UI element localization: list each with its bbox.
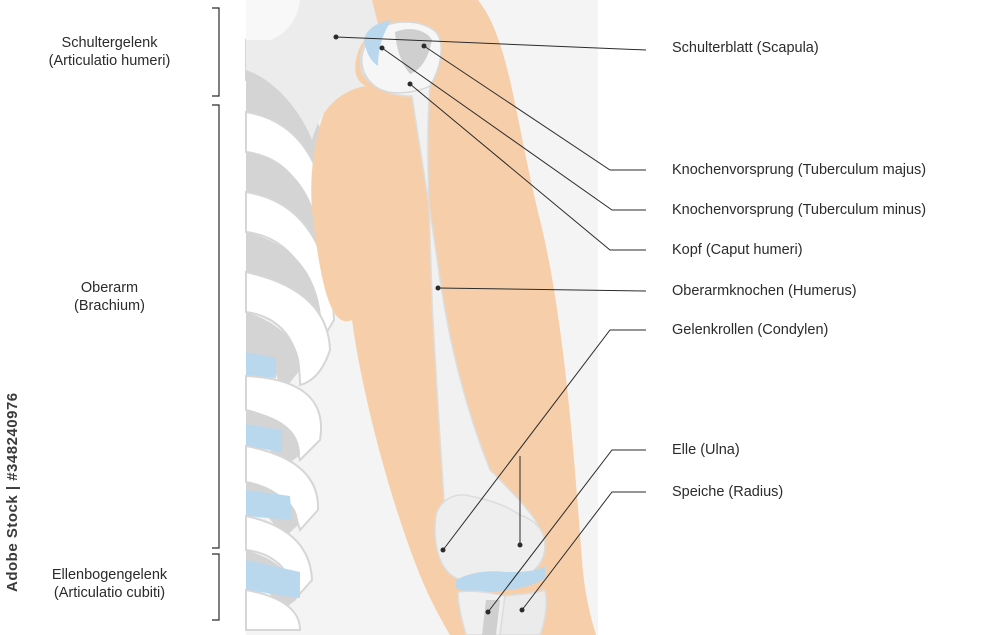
- region-brackets: [212, 7, 220, 621]
- forearm-bones: [457, 588, 547, 635]
- annotation-lines: [335, 36, 647, 613]
- leader-scapula: [335, 36, 647, 51]
- label-tuberculum-majus: Knochenvorsprung (Tuberculum majus): [672, 162, 927, 178]
- upper-arm-skin: [311, 0, 596, 635]
- leader-tuberculum-majus: [423, 45, 646, 171]
- leader-caput-humeri: [409, 83, 646, 251]
- region-name: Oberarm: [80, 280, 139, 296]
- region-label-schultergelenk: Schultergelenk (Articulatio humeri): [32, 34, 187, 70]
- label-radius: Speiche (Radius): [672, 484, 784, 500]
- region-latin: (Brachium): [74, 298, 145, 314]
- label-ulna: Elle (Ulna): [672, 442, 740, 458]
- region-label-ellenbogengelenk: Ellenbogengelenk (Articulatio cubiti): [27, 566, 192, 602]
- ribcage: [245, 38, 336, 631]
- annotation-dots: [333, 34, 525, 615]
- label-humerus: Oberarmknochen (Humerus): [672, 283, 857, 299]
- label-condylen: Gelenkrollen (Condylen): [672, 322, 829, 338]
- region-label-oberarm: Oberarm (Brachium): [32, 279, 187, 315]
- leader-radius: [521, 491, 646, 611]
- leader-humerus: [437, 287, 647, 292]
- label-scapula: Schulterblatt (Scapula): [672, 40, 819, 56]
- leader-ulna: [487, 449, 646, 613]
- label-caput-humeri: Kopf (Caput humeri): [672, 242, 803, 258]
- leader-tuberculum-minus: [381, 47, 646, 211]
- stock-watermark: Adobe Stock | #348240976: [4, 392, 21, 592]
- region-latin: (Articulatio humeri): [48, 53, 171, 69]
- region-name: Schultergelenk: [61, 35, 158, 51]
- leader-condylen: [442, 329, 646, 551]
- region-latin: (Articulatio cubiti): [53, 585, 166, 601]
- label-tuberculum-minus: Knochenvorsprung (Tuberculum minus): [672, 202, 927, 218]
- region-name: Ellenbogengelenk: [51, 567, 168, 583]
